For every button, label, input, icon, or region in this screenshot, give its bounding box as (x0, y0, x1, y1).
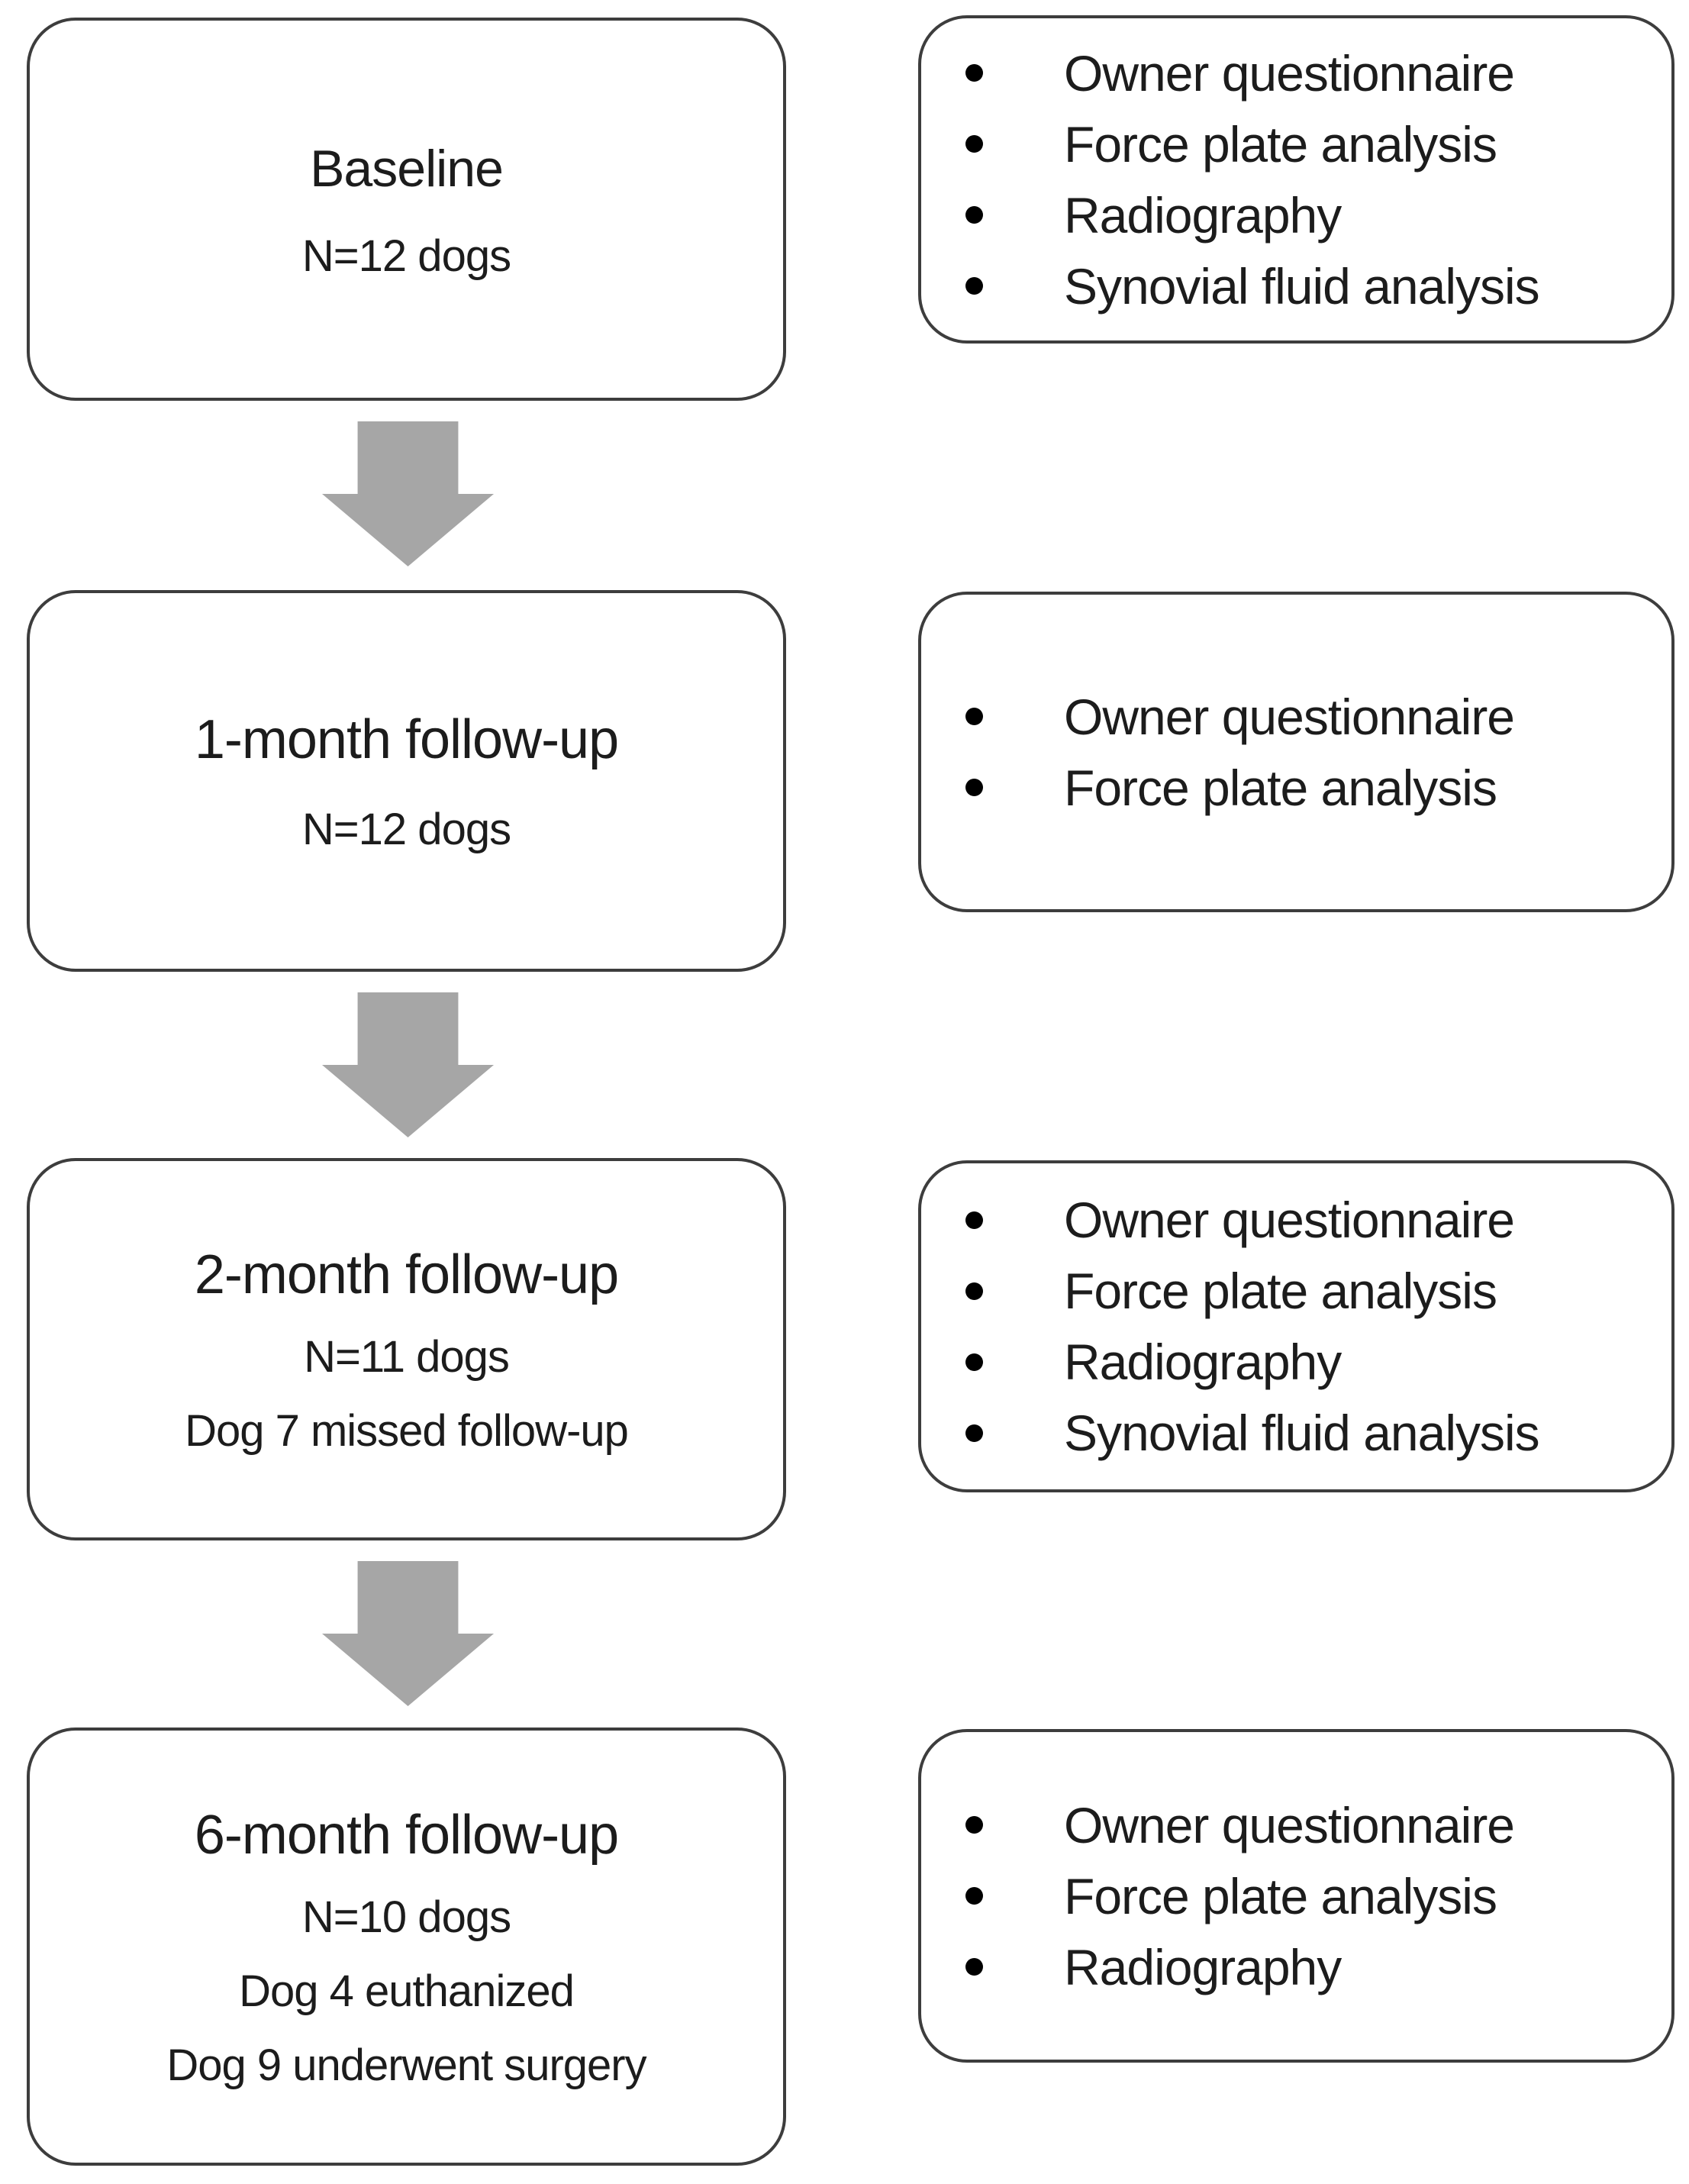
list-item: Radiography (921, 179, 1671, 250)
bullet-icon (965, 1887, 983, 1905)
bullet-icon (965, 206, 983, 224)
stage-n-count: N=10 dogs (301, 1892, 511, 1942)
down-arrow-icon (322, 992, 494, 1137)
bullet-icon (965, 779, 983, 796)
list-item: Force plate analysis (921, 752, 1671, 823)
bullet-icon (965, 1816, 983, 1834)
assessments-box-1-month: Owner questionnaire Force plate analysis (918, 592, 1674, 912)
bullet-icon (965, 1282, 983, 1300)
list-item: Radiography (921, 1931, 1671, 2002)
assessment-label: Radiography (1064, 1938, 1342, 1995)
assessment-label: Force plate analysis (1064, 1263, 1497, 1319)
list-item: Owner questionnaire (921, 681, 1671, 752)
bullet-icon (965, 135, 983, 153)
bullet-icon (965, 1424, 983, 1442)
bullet-icon (965, 1353, 983, 1371)
assessment-label: Synovial fluid analysis (1064, 257, 1540, 315)
bullet-icon (965, 1211, 983, 1229)
assessment-label: Radiography (1064, 186, 1342, 244)
list-item: Owner questionnaire (921, 1789, 1671, 1860)
stage-box-1-month: 1-month follow-up N=12 dogs (27, 590, 786, 972)
stage-note: Dog 4 euthanized (239, 1966, 575, 2016)
assessment-label: Radiography (1064, 1334, 1342, 1390)
list-item: Force plate analysis (921, 108, 1671, 179)
stage-title: Baseline (310, 139, 504, 198)
stage-box-2-month: 2-month follow-up N=11 dogs Dog 7 missed… (27, 1158, 786, 1540)
assessment-label: Owner questionnaire (1064, 688, 1515, 745)
assessment-label: Owner questionnaire (1064, 1796, 1515, 1853)
stage-title: 2-month follow-up (194, 1244, 619, 1305)
bullet-icon (965, 708, 983, 725)
down-arrow-icon (322, 1561, 494, 1706)
assessments-box-baseline: Owner questionnaire Force plate analysis… (918, 15, 1674, 344)
stage-box-6-month: 6-month follow-up N=10 dogs Dog 4 euthan… (27, 1728, 786, 2166)
bullet-icon (965, 64, 983, 82)
stage-box-baseline: Baseline N=12 dogs (27, 18, 786, 401)
assessment-label: Synovial fluid analysis (1064, 1405, 1540, 1461)
bullet-icon (965, 1958, 983, 1976)
stage-note: Dog 7 missed follow-up (185, 1406, 629, 1456)
list-item: Owner questionnaire (921, 1185, 1671, 1256)
stage-n-count: N=11 dogs (304, 1332, 510, 1382)
assessment-label: Force plate analysis (1064, 759, 1497, 816)
list-item: Force plate analysis (921, 1860, 1671, 1931)
assessment-label: Force plate analysis (1064, 115, 1497, 173)
stage-title: 1-month follow-up (194, 709, 619, 770)
list-item: Synovial fluid analysis (921, 250, 1671, 321)
list-item: Synovial fluid analysis (921, 1398, 1671, 1469)
assessments-box-2-month: Owner questionnaire Force plate analysis… (918, 1160, 1674, 1492)
stage-n-count: N=12 dogs (301, 231, 511, 281)
assessment-label: Owner questionnaire (1064, 44, 1515, 102)
list-item: Radiography (921, 1327, 1671, 1398)
assessments-box-6-month: Owner questionnaire Force plate analysis… (918, 1729, 1674, 2063)
stage-n-count: N=12 dogs (301, 805, 511, 854)
assessment-label: Force plate analysis (1064, 1867, 1497, 1924)
down-arrow-icon (322, 421, 494, 566)
stage-title: 6-month follow-up (194, 1805, 619, 1866)
bullet-icon (965, 277, 983, 295)
stage-note: Dog 9 underwent surgery (166, 2040, 646, 2090)
list-item: Force plate analysis (921, 1256, 1671, 1327)
assessment-label: Owner questionnaire (1064, 1192, 1515, 1248)
list-item: Owner questionnaire (921, 37, 1671, 108)
